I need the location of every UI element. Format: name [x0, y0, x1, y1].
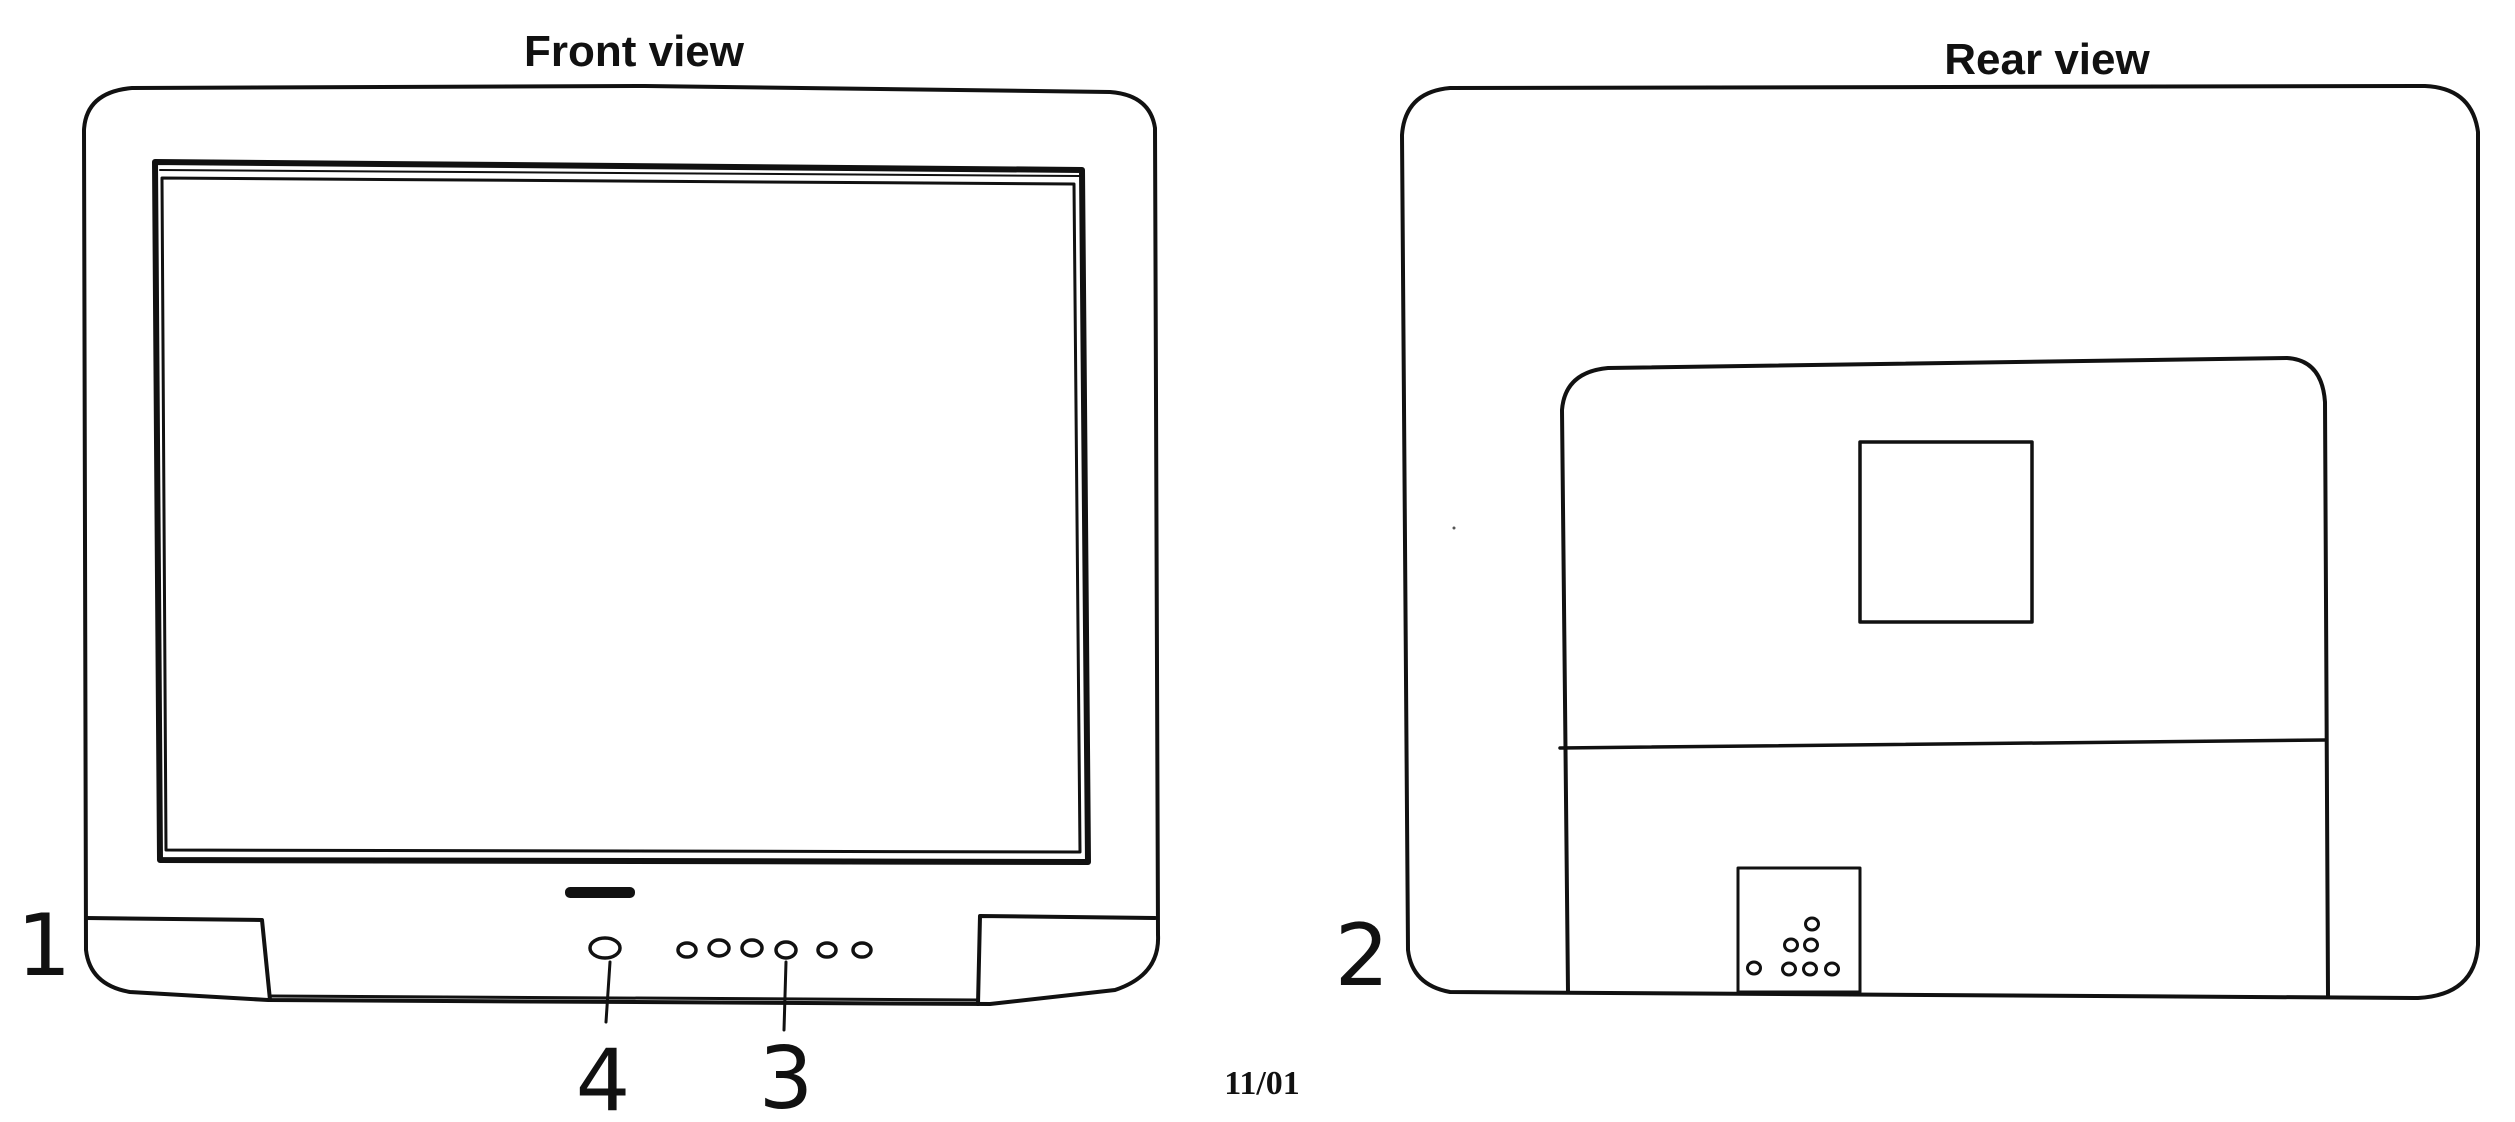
rear-housing-seam [1558, 738, 2327, 750]
control-button-icon [707, 938, 731, 958]
brand-logo-icon [565, 887, 635, 898]
connector-socket-icon [1804, 916, 1820, 932]
connector-socket-icon [1783, 937, 1799, 953]
connector-socket-icon [1802, 961, 1818, 977]
scan-speck [1452, 526, 1456, 530]
control-button-icon [851, 941, 873, 959]
sheet-number: 11/01 [1224, 1065, 1300, 1102]
front-screen-inner [160, 176, 1082, 854]
control-button-icon [816, 941, 838, 959]
rear-connectors [1746, 916, 1840, 977]
control-button-icon [740, 938, 764, 958]
callout-leader-power [604, 960, 612, 1024]
front-screen-top-edge [159, 169, 1081, 177]
rear-cabinet-outline [1400, 84, 2480, 1000]
control-button-icon [676, 941, 698, 959]
control-button-icon [774, 940, 798, 960]
power-callout-label: 4 [576, 1031, 631, 1122]
connector-socket-icon [1781, 961, 1797, 977]
front-control-strip [268, 994, 980, 1002]
front-right-foot [976, 914, 1157, 1006]
front-view-title: Front view [524, 27, 745, 76]
front-view: Front view 1 4 3 [17, 27, 1161, 1122]
connector-socket-icon [1746, 960, 1762, 976]
front-left-foot [84, 916, 272, 1002]
rear-view-title: Rear view [1944, 35, 2150, 84]
rear-view: Rear view 2 [1335, 35, 2480, 1006]
rear-label-panel [1858, 440, 2034, 624]
connector-socket-icon [1824, 961, 1840, 977]
callout-leader-buttons [782, 960, 788, 1032]
rear-figure-label: 2 [1335, 906, 1390, 1006]
front-cabinet-outline [82, 84, 1161, 1006]
buttons-callout-label: 3 [759, 1029, 814, 1122]
rear-connector-panel [1736, 866, 1862, 994]
rear-housing [1560, 356, 2330, 998]
connector-socket-icon [1803, 937, 1819, 953]
control-buttons [676, 938, 873, 960]
front-figure-label: 1 [17, 896, 72, 996]
power-button-icon [588, 936, 622, 960]
front-screen-bezel [152, 159, 1091, 865]
